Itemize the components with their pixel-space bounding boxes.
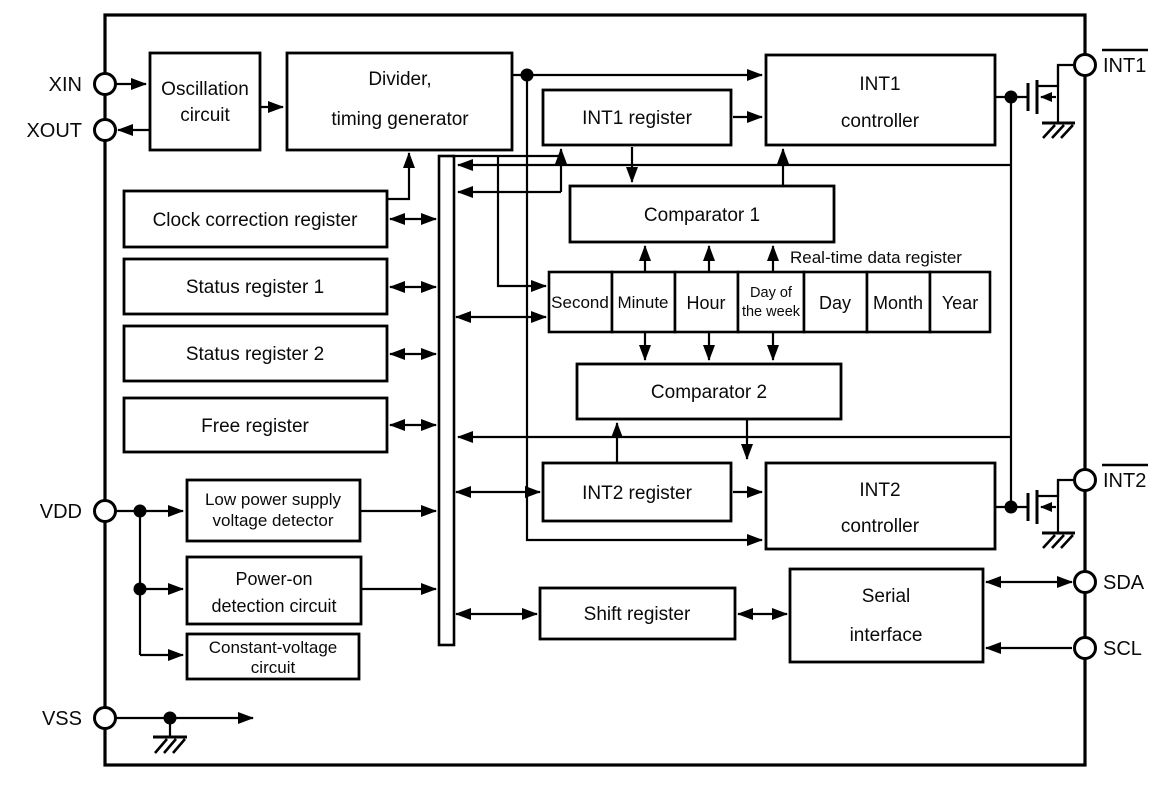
pin-label-int2: INT2 xyxy=(1103,470,1146,492)
shift-register-label: Shift register xyxy=(584,604,691,625)
int2-register-label: INT2 register xyxy=(582,483,692,504)
nmos-int2 xyxy=(1026,478,1073,532)
low-power-detector-label-1: Low power supply xyxy=(205,490,342,509)
int1-controller-label-2: controller xyxy=(841,111,920,132)
pin-sda xyxy=(1073,570,1097,594)
free-register-label: Free register xyxy=(201,416,309,437)
rtc-cell-dow-label-2: the week xyxy=(742,304,801,320)
clock-correction-label: Clock correction register xyxy=(153,210,359,231)
int1-register-label: INT1 register xyxy=(582,108,692,129)
pin-label-xin: XIN xyxy=(49,74,82,96)
comparator1-label: Comparator 1 xyxy=(644,205,760,226)
comparator2-label: Comparator 2 xyxy=(651,382,767,403)
junction-dot-int2-gate xyxy=(1004,500,1018,514)
nmos-int1 xyxy=(1026,63,1073,122)
block-shift-register xyxy=(538,586,737,641)
rtc-cell-year-label: Year xyxy=(942,293,978,313)
rtc-cell-day-of-week xyxy=(736,270,806,334)
block-int2-controller xyxy=(764,461,997,551)
block-comparator1 xyxy=(568,184,836,244)
int2-controller-label-1: INT2 xyxy=(859,480,900,501)
rtc-cell-dow-label-1: Day of xyxy=(750,285,793,301)
low-power-detector-label-2: voltage detector xyxy=(213,511,334,530)
pin-vss xyxy=(93,706,117,730)
rtc-cell-minute xyxy=(610,270,677,334)
rtc-cell-day-label: Day xyxy=(819,293,851,313)
rtc-cell-hour-label: Hour xyxy=(686,293,725,313)
divider-label-1: Divider, xyxy=(368,69,431,90)
block-status-register-1 xyxy=(122,257,389,316)
pin-vdd xyxy=(93,499,117,523)
rtc-cell-year xyxy=(928,270,992,334)
rtc-cell-minute-label: Minute xyxy=(617,293,668,312)
pin-int1 xyxy=(1073,53,1097,77)
oscillation-label-2: circuit xyxy=(180,105,230,126)
pin-label-xout: XOUT xyxy=(26,120,82,142)
block-int1-controller xyxy=(764,53,997,147)
pin-int2 xyxy=(1073,468,1097,492)
block-status-register-2 xyxy=(122,324,389,383)
pin-scl xyxy=(1073,636,1097,660)
serial-interface-label-1: Serial xyxy=(862,586,911,607)
pin-label-vss: VSS xyxy=(42,708,82,730)
wire-clock-correction-to-divider xyxy=(387,152,415,201)
block-int2-register xyxy=(541,461,733,523)
constant-voltage-label-1: Constant-voltage xyxy=(209,638,338,657)
block-free-register xyxy=(122,396,389,454)
int2-controller-label-2: controller xyxy=(841,516,920,537)
rtc-cell-day xyxy=(802,270,869,334)
ground-symbol-int1 xyxy=(1042,121,1075,139)
block-oscillation-circuit xyxy=(148,51,262,152)
block-power-on-detection-circuit xyxy=(185,555,363,626)
junction-dot-vdd-1 xyxy=(133,504,147,518)
pin-label-scl: SCL xyxy=(1103,638,1142,660)
junction-dot-vss xyxy=(163,711,177,725)
rtc-cell-hour xyxy=(673,270,740,334)
wire-bus-to-second-write xyxy=(496,156,547,292)
rtc-register-caption: Real-time data register xyxy=(790,248,962,267)
junction-dot-int1-gate xyxy=(1004,90,1018,104)
internal-bus-bar xyxy=(437,154,456,647)
block-int1-register xyxy=(541,88,733,147)
block-divider-timing-generator xyxy=(285,51,514,152)
pin-label-sda: SDA xyxy=(1103,572,1145,594)
constant-voltage-label-2: circuit xyxy=(251,658,296,677)
pin-label-vdd: VDD xyxy=(40,501,82,523)
block-constant-voltage-circuit xyxy=(185,632,361,681)
junction-dot-vdd-2 xyxy=(133,582,147,596)
rtc-cell-month xyxy=(865,270,932,334)
status-register-2-label: Status register 2 xyxy=(186,344,324,365)
junction-dot-divider-output xyxy=(520,68,534,82)
ground-symbol-vss xyxy=(153,735,187,754)
pin-xin xyxy=(93,72,117,96)
power-on-detection-label-1: Power-on xyxy=(235,569,312,589)
block-low-power-supply-voltage-detector xyxy=(185,478,362,543)
pin-label-int1: INT1 xyxy=(1103,55,1146,77)
rtc-cell-month-label: Month xyxy=(873,293,923,313)
pin-xout xyxy=(93,118,117,142)
wire-divider-to-int2-controller xyxy=(525,75,763,546)
divider-label-2: timing generator xyxy=(331,109,469,130)
status-register-1-label: Status register 1 xyxy=(186,277,324,298)
rtc-cell-second-label: Second xyxy=(551,293,609,312)
serial-interface-label-2: interface xyxy=(850,625,923,646)
oscillation-label-1: Oscillation xyxy=(161,79,249,100)
block-serial-interface xyxy=(788,567,985,664)
int1-controller-label-1: INT1 xyxy=(859,74,900,95)
block-comparator2 xyxy=(575,362,843,421)
power-on-detection-label-2: detection circuit xyxy=(211,596,336,616)
block-clock-correction-register xyxy=(122,189,389,249)
ground-symbol-int2 xyxy=(1042,531,1075,549)
